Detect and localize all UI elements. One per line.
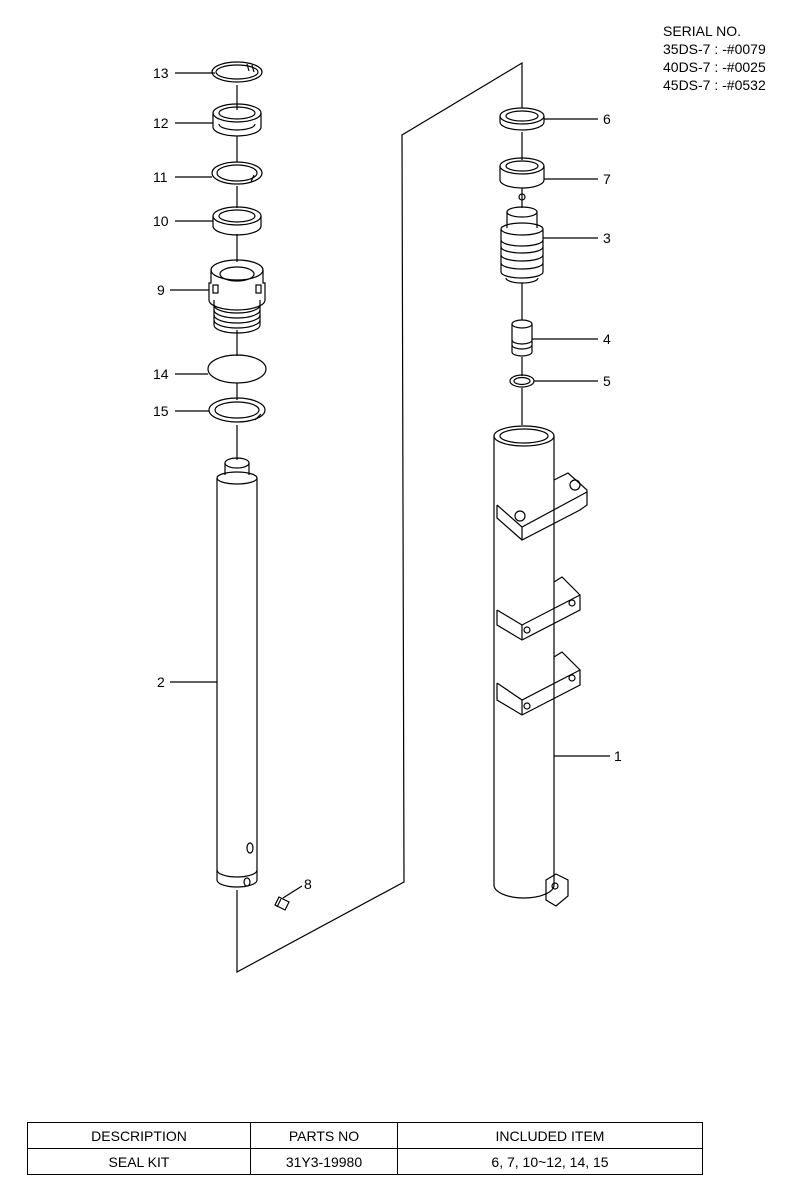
assembly-path-line — [236, 61, 523, 974]
part-12-bushing — [212, 103, 262, 137]
callout-13: 13 — [153, 65, 169, 81]
callout-10: 10 — [153, 213, 169, 229]
part-11-ring — [211, 161, 263, 185]
part-9-gland — [208, 259, 266, 334]
part-15-backup-ring — [208, 397, 266, 423]
callout-11: 11 — [153, 169, 168, 185]
table-header-row: DESCRIPTION PARTS NO INCLUDED ITEM — [27, 1122, 703, 1149]
serial-line-35ds: 35DS-7 : -#0079 — [663, 41, 766, 57]
table-row: SEAL KIT 31Y3-19980 6, 7, 10~12, 14, 15 — [27, 1148, 703, 1175]
part-1-cylinder-tube — [493, 425, 588, 907]
part-6-wiper — [499, 107, 545, 131]
header-included-item: INCLUDED ITEM — [397, 1122, 703, 1149]
part-14-o-ring — [207, 354, 267, 384]
callout-8: 8 — [304, 876, 312, 892]
part-4-spool — [511, 319, 533, 357]
callout-5: 5 — [603, 373, 611, 389]
cell-parts-no: 31Y3-19980 — [250, 1148, 398, 1175]
callout-4: 4 — [603, 331, 611, 347]
part-7-bushing — [499, 157, 545, 189]
serial-line-40ds: 40DS-7 : -#0025 — [663, 59, 766, 75]
callout-12: 12 — [153, 115, 169, 131]
header-description: DESCRIPTION — [27, 1122, 251, 1149]
callout-9: 9 — [157, 282, 165, 298]
serial-line-45ds: 45DS-7 : -#0532 — [663, 77, 766, 93]
part-8-pin — [274, 896, 290, 911]
callout-2: 2 — [157, 674, 165, 690]
callout-14: 14 — [153, 366, 169, 382]
serial-number-block: SERIAL NO. 35DS-7 : -#0079 40DS-7 : -#00… — [663, 22, 766, 94]
callout-6: 6 — [603, 111, 611, 127]
part-5-ring — [509, 374, 535, 388]
cell-description: SEAL KIT — [27, 1148, 251, 1175]
exploded-parts-diagram: 13 12 11 10 9 14 15 2 8 6 7 3 4 5 1 — [153, 61, 622, 974]
callout-1: 1 — [614, 748, 622, 764]
cell-included-item: 6, 7, 10~12, 14, 15 — [397, 1148, 703, 1175]
serial-title: SERIAL NO. — [663, 23, 742, 39]
part-10-seal — [212, 206, 262, 236]
callout-15: 15 — [153, 403, 169, 419]
header-parts-no: PARTS NO — [250, 1122, 398, 1149]
part-2-plunger-rod — [216, 457, 258, 888]
parts-table: DESCRIPTION PARTS NO INCLUDED ITEM SEAL … — [27, 1122, 703, 1175]
part-3-valve-body — [500, 193, 544, 284]
callout-3: 3 — [603, 230, 611, 246]
callout-7: 7 — [603, 171, 611, 187]
part-13-snap-ring — [211, 61, 263, 83]
